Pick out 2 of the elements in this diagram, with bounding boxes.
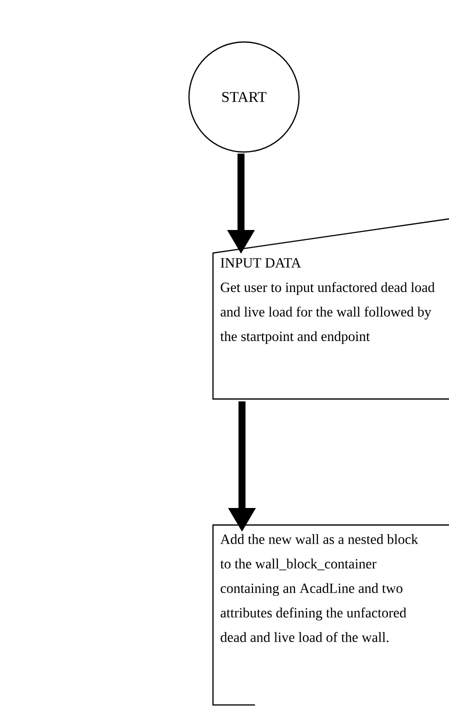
input-box: INPUT DATA Get user to input unfactored dead load and live load for the wall followed by the startpoint and endpoint bbox=[212, 217, 449, 400]
process-box: Add the new wall as a nested block to the wall_block_container containing an AcadLine and two attributes defining the unfactored dead and live load of the wall. bbox=[212, 524, 449, 706]
